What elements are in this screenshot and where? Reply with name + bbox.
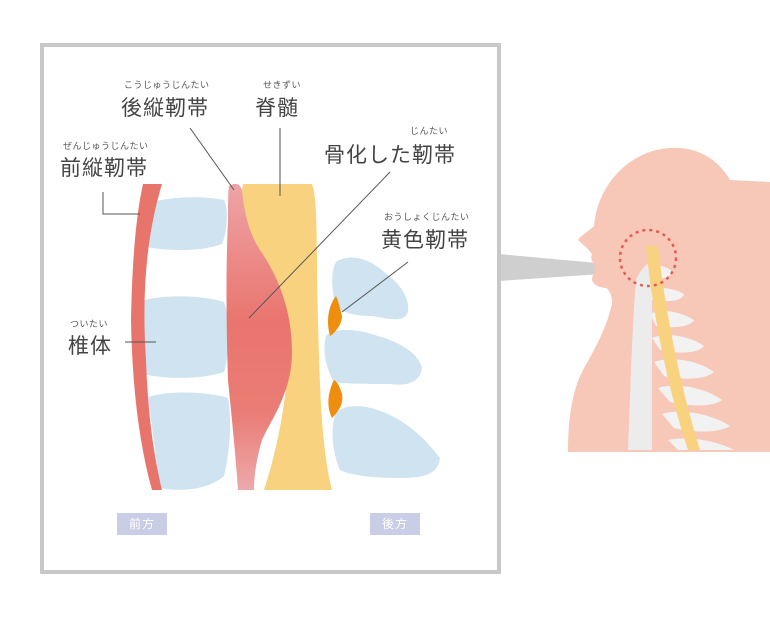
vertebra-body-2 [142,296,229,378]
alr-label: 前縦靭帯 [60,156,148,180]
spinal-cord-ruby: せきずい [263,81,302,91]
alr-ruby: ぜんじゅうじんたい [63,142,149,152]
anterior-longitudinal-ligament [131,184,162,490]
leader-ossified [248,171,391,319]
ligamentum-flavum [328,296,343,418]
plr-label: 後縦靭帯 [121,96,209,120]
ligamentum-flavum-2 [328,380,343,418]
spinal-cord-label: 脊髄 [255,96,299,120]
ligamentum-flavum-1 [328,296,342,336]
focus-dotted-circle [618,228,678,288]
leader-plr [189,127,235,191]
neck-spinal-cord [646,246,700,450]
leader-lines [102,127,409,343]
back-direction-tag: 後方 [370,513,420,535]
plr-ruby: こうじゅうじんたい [124,81,210,91]
vertebra-label: 椎体 [68,334,112,358]
yellow-ruby: おうしょくじんたい [384,213,470,223]
posterior-arch-2 [324,329,422,385]
posterior-arch-3 [332,406,440,478]
leader-alr [102,192,140,215]
ossified-ruby: じんたい [410,127,449,137]
vertebra-body-3 [148,392,231,490]
leader-yellow [341,261,409,313]
front-direction-tag: 前方 [117,513,167,535]
head-neck-silhouette-icon [568,147,770,452]
ossified-label: 骨化した靭帯 [324,143,456,167]
vertebral-bodies [142,197,231,490]
ossified-posterior-ligament [226,183,292,491]
vertebra-ruby: ついたい [70,320,109,330]
posterior-arch-1 [332,257,409,320]
vertebra-body-1 [146,197,227,251]
posterior-arches [324,257,440,478]
yellow-label: 黄色靭帯 [381,228,469,252]
